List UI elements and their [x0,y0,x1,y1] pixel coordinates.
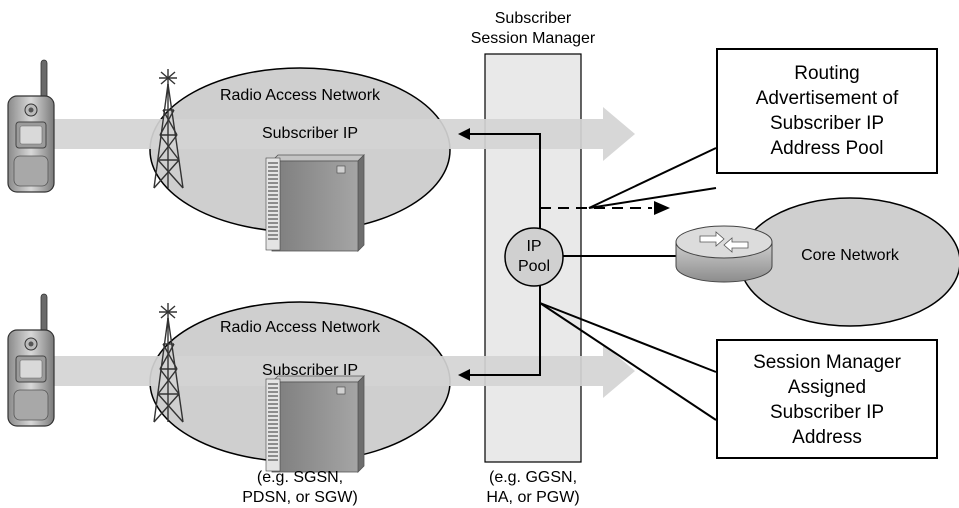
routing-advertisement-arrowhead [654,201,670,215]
callout-assigned-line3: Subscriber IP [769,402,885,423]
base-station-bottom-icon [265,375,365,473]
ran-bottom-label: Radio Access Network [219,319,381,336]
flow-arrow-bottom [30,344,635,398]
callout-routing-line-1 [588,147,717,209]
callout-routing-advertisement: Routing Advertisement of Subscriber IP A… [716,48,938,174]
callout-routing-line4: Address Pool [770,138,884,159]
ip-pool-circle [504,227,564,287]
ran-examples-line1: (e.g. SGSN, [256,469,344,486]
ip-pool-label: IP Pool [508,237,560,277]
callout-routing-line2: Advertisement of [755,88,899,109]
mobile-phone-bottom-icon [7,293,55,427]
callout-assigned-line2: Assigned [787,377,867,398]
session-manager-title: Subscriber Session Manager [466,9,600,49]
session-manager-title-line2: Session Manager [470,30,596,47]
antenna-tower-bottom-icon [153,303,184,423]
callout-routing-line-2 [588,187,717,209]
antenna-tower-top-icon [153,69,184,189]
ip-assignment-arrowhead-bottom [458,369,470,381]
callout-assigned-line-2 [539,302,717,421]
core-network-label: Core Network [801,247,899,264]
ip-assignment-arrowhead-top [458,128,470,140]
session-manager-title-line1: Subscriber [494,10,572,27]
session-manager-examples-line2: HA, or PGW) [486,489,580,506]
ran-top-label: Radio Access Network [219,87,381,104]
flow-arrow-top [30,107,635,161]
callout-routing-line3: Subscriber IP [769,113,885,134]
ran-examples-label: (e.g. SGSN, PDSN, or SGW) [235,468,365,508]
session-manager-examples-line1: (e.g. GGSN, [488,469,578,486]
callout-assigned-line4: Address [792,427,862,448]
ran-examples-line2: PDSN, or SGW) [242,489,358,506]
session-manager-examples-label: (e.g. GGSN, HA, or PGW) [468,468,598,508]
ran-top-subscriber-ip-label: Subscriber IP [261,125,359,142]
callout-session-manager-assigned: Session Manager Assigned Subscriber IP A… [716,339,938,459]
ip-pool-line1: IP [526,238,542,255]
callout-assigned-line1: Session Manager [753,352,901,373]
mobile-phone-top-icon [7,59,55,193]
ip-pool-line2: Pool [517,258,551,275]
callout-assigned-line-1 [539,302,717,373]
base-station-top-icon [265,154,365,252]
callout-routing-line1: Routing [794,63,860,84]
ran-bottom-subscriber-ip-label: Subscriber IP [261,362,359,379]
router-icon [675,225,773,283]
